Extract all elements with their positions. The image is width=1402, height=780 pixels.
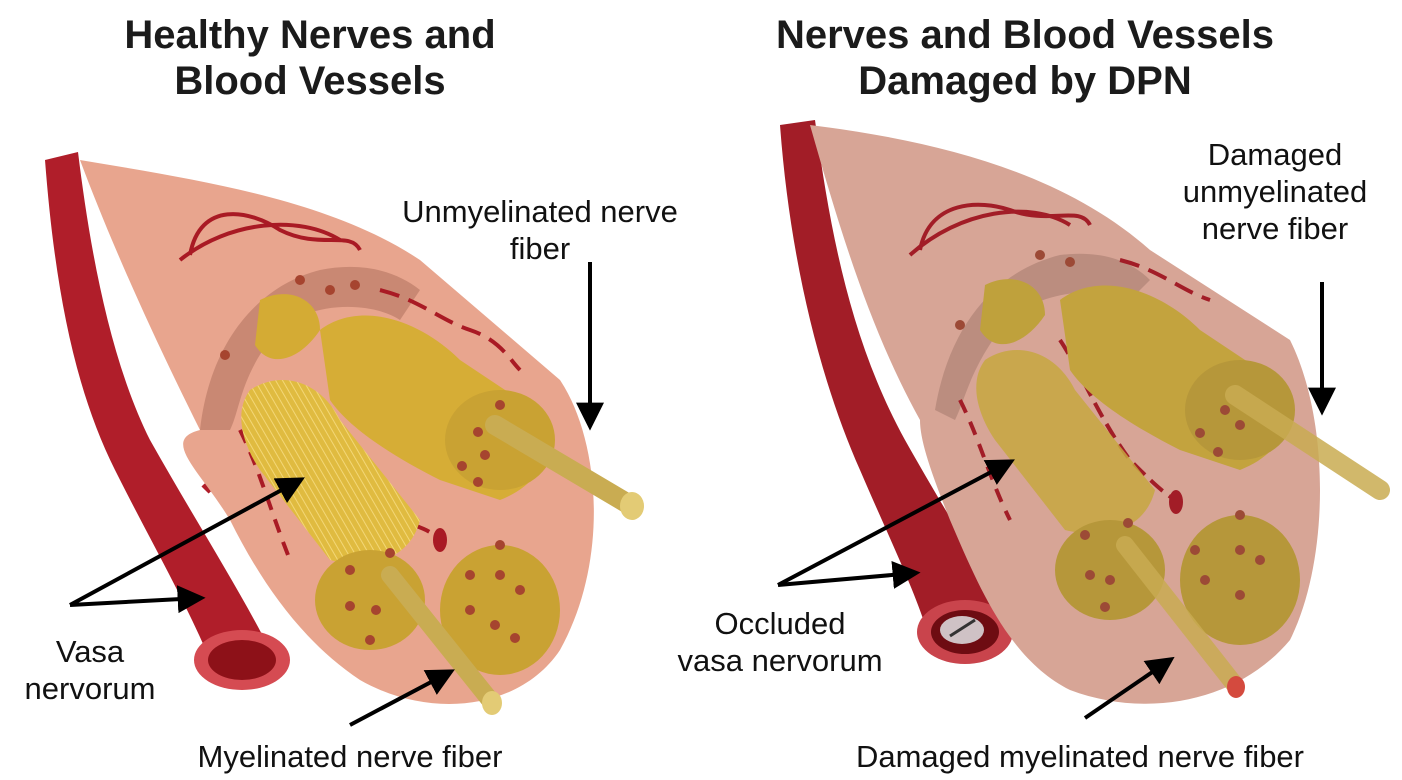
damaged-myelinated-label: Damaged myelinated nerve fiber <box>800 738 1360 775</box>
damaged-title: Nerves and Blood Vessels Damaged by DPN <box>740 12 1310 104</box>
myelinated-label: Myelinated nerve fiber <box>140 738 560 775</box>
occluded-vasa-nervorum-label: Occluded vasa nervorum <box>650 605 910 679</box>
healthy-title: Healthy Nerves and Blood Vessels <box>80 12 540 104</box>
unmyelinated-label: Unmyelinated nerve fiber <box>360 193 720 267</box>
vasa-arrow-2 <box>70 598 200 605</box>
vasa-nervorum-label: Vasa nervorum <box>10 633 170 707</box>
damaged-unmyelinated-label: Damaged unmyelinated nerve fiber <box>1150 136 1400 247</box>
